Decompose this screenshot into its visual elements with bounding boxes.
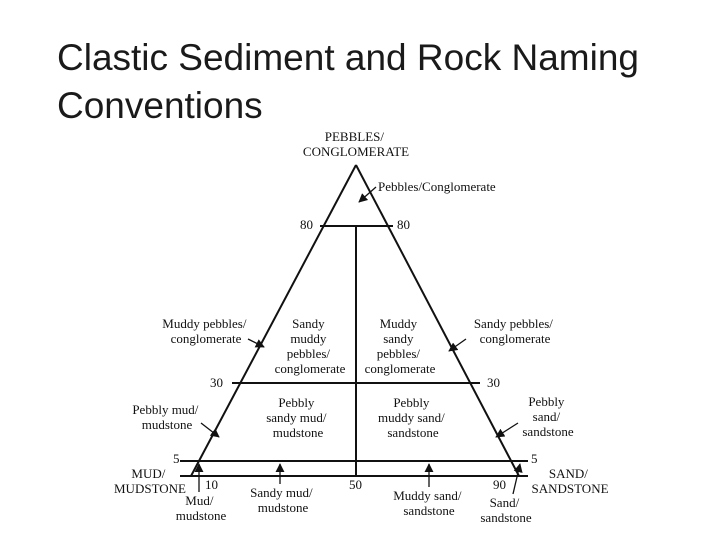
tick-5-right: 5 xyxy=(531,451,538,466)
field-muddy-pebbles: Muddy pebbles/ conglomerate xyxy=(162,316,249,346)
arrow-sand xyxy=(512,463,523,495)
field-pebbly-muddy-sand: Pebbly muddy sand/ sandstone xyxy=(378,395,448,440)
vertex-right-label: SAND/ SANDSTONE xyxy=(531,466,608,496)
tick-10-base: 10 xyxy=(205,477,218,492)
tick-30-left: 30 xyxy=(210,375,223,390)
arrow-sandy-pebbles xyxy=(448,338,467,352)
field-pebbly-sandy-mud: Pebbly sandy mud/ mudstone xyxy=(266,395,330,440)
field-pebbly-mud: Pebbly mud/ mudstone xyxy=(132,402,201,432)
title-line-1: Clastic Sediment and Rock Naming xyxy=(57,37,639,78)
field-muddy-sand: Muddy sand/ sandstone xyxy=(393,488,465,518)
tick-90-base: 90 xyxy=(493,477,506,492)
arrow-pebbly-sand xyxy=(495,422,519,438)
field-pebbles-conglomerate: Pebbles/Conglomerate xyxy=(378,179,496,194)
field-sandy-mud: Sandy mud/ mudstone xyxy=(250,485,316,515)
triangle-structure xyxy=(180,164,528,477)
field-sandy-pebbles: Sandy pebbles/ conglomerate xyxy=(474,316,556,346)
field-pebbly-sand: Pebbly sand/ sandstone xyxy=(522,394,574,439)
left-edge xyxy=(190,164,357,477)
field-sand: Sand/ sandstone xyxy=(480,495,532,525)
field-sandy-muddy-pebbles: Sandy muddy pebbles/ conglomerate xyxy=(275,316,346,376)
field-muddy-sandy-pebbles: Muddy sandy pebbles/ conglomerate xyxy=(365,316,436,376)
vertex-left-label: MUD/ MUDSTONE xyxy=(114,466,186,496)
tick-80-left: 80 xyxy=(300,217,313,232)
right-edge xyxy=(355,164,520,477)
arrow-pebbles-conglomerate xyxy=(358,186,377,203)
pointer-arrows xyxy=(194,186,523,495)
title-line-2: Conventions xyxy=(57,85,263,126)
slide-title: Clastic Sediment and Rock Naming Convent… xyxy=(57,34,697,130)
tick-80-right: 80 xyxy=(397,217,410,232)
tick-50-base: 50 xyxy=(349,477,362,492)
tick-5-left: 5 xyxy=(173,451,180,466)
tick-30-right: 30 xyxy=(487,375,500,390)
arrow-pebbly-mud xyxy=(200,422,220,438)
field-mud: Mud/ mudstone xyxy=(176,493,227,523)
arrow-muddy-pebbles xyxy=(247,338,265,348)
vertex-top-label: PEBBLES/ CONGLOMERATE xyxy=(303,129,409,159)
